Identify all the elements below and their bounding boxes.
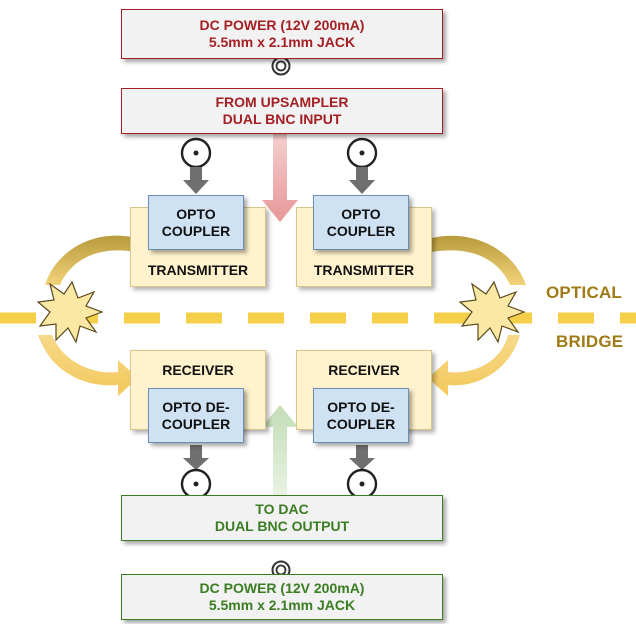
bottom-power-line2: 5.5mm x 2.1mm JACK <box>208 597 356 613</box>
output-arrow-right <box>349 445 375 470</box>
opto-decoupler-left-line2: COUPLER <box>161 415 231 432</box>
left-receive-curve <box>38 335 138 396</box>
output-flow-arrow <box>262 405 298 495</box>
output-line1: TO DAC <box>255 501 309 517</box>
opto-coupler-right-line1: OPTO <box>341 205 381 222</box>
input-line2: DUAL BNC INPUT <box>222 111 342 127</box>
right-receive-curve <box>428 335 520 396</box>
transmitter-right-label: TRANSMITTER <box>313 262 415 278</box>
opto-decoupler-right-line1: OPTO DE- <box>327 398 395 415</box>
opto-coupler-right: OPTO COUPLER <box>313 195 409 250</box>
output-line2: DUAL BNC OUTPUT <box>214 518 350 534</box>
input-box: FROM UPSAMPLER DUAL BNC INPUT <box>121 88 443 134</box>
left-light-burst-icon <box>36 280 104 344</box>
bottom-power-box: DC POWER (12V 200mA) 5.5mm x 2.1mm JACK <box>121 574 443 620</box>
right-light-burst-icon <box>458 280 526 344</box>
opto-decoupler-right-line2: COUPLER <box>326 415 396 432</box>
right-emit-curve <box>432 235 526 285</box>
output-box: TO DAC DUAL BNC OUTPUT <box>121 495 443 541</box>
bottom-power-line1: DC POWER (12V 200mA) <box>199 580 365 596</box>
input-arrow-right <box>349 167 375 194</box>
bnc-output-left-icon <box>180 468 212 500</box>
opto-coupler-left-line1: OPTO <box>176 205 216 222</box>
bnc-input-left-icon <box>180 137 212 169</box>
opto-decoupler-right: OPTO DE- COUPLER <box>313 388 409 443</box>
bnc-output-right-icon <box>346 468 378 500</box>
input-line1: FROM UPSAMPLER <box>215 94 349 110</box>
opto-coupler-left: OPTO COUPLER <box>148 195 244 250</box>
opto-coupler-right-line2: COUPLER <box>326 222 396 239</box>
opto-decoupler-left: OPTO DE- COUPLER <box>148 388 244 443</box>
top-power-line1: DC POWER (12V 200mA) <box>199 17 365 33</box>
left-emit-curve <box>45 235 136 285</box>
bridge-label: BRIDGE <box>556 332 624 351</box>
input-arrow-left <box>183 167 209 194</box>
opto-coupler-left-line2: COUPLER <box>161 222 231 239</box>
optical-label: OPTICAL <box>546 283 623 302</box>
transmitter-left-label: TRANSMITTER <box>147 262 249 278</box>
opto-decoupler-left-line1: OPTO DE- <box>162 398 230 415</box>
receiver-right-label: RECEIVER <box>328 362 400 378</box>
output-arrow-left <box>183 445 209 470</box>
top-power-jack-icon <box>271 56 291 76</box>
top-power-line2: 5.5mm x 2.1mm JACK <box>208 34 356 50</box>
receiver-left-label: RECEIVER <box>162 362 234 378</box>
top-power-box: DC POWER (12V 200mA) 5.5mm x 2.1mm JACK <box>121 9 443 59</box>
bnc-input-right-icon <box>346 137 378 169</box>
input-flow-arrow <box>262 134 298 222</box>
